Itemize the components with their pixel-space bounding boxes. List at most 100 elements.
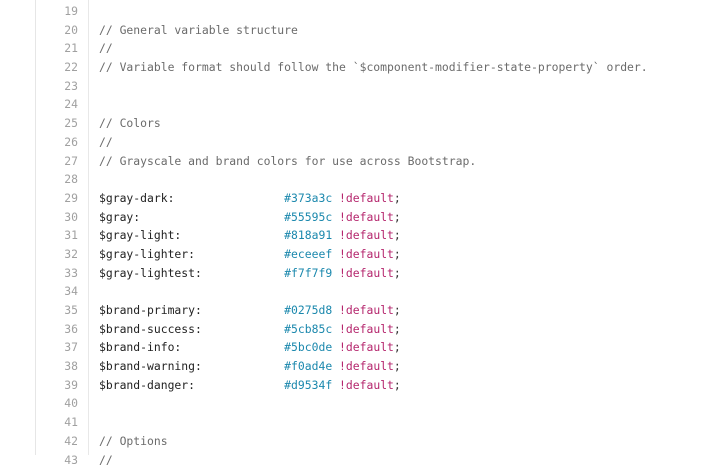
default-flag: !default bbox=[339, 210, 394, 224]
code-line-comment[interactable]: // Options bbox=[99, 432, 710, 451]
code-line-blank[interactable] bbox=[99, 95, 710, 114]
code-line-variable[interactable]: $brand-danger: #d9534f !default; bbox=[99, 376, 710, 395]
line-number: 35 bbox=[36, 301, 88, 320]
code-line-variable[interactable]: $brand-info: #5bc0de !default; bbox=[99, 338, 710, 357]
variable-name: $gray: bbox=[99, 210, 140, 224]
default-flag: !default bbox=[339, 340, 394, 354]
semicolon: ; bbox=[394, 228, 401, 242]
code-line-comment[interactable]: // bbox=[99, 451, 710, 469]
variable-name: $brand-warning: bbox=[99, 359, 202, 373]
line-number: 30 bbox=[36, 208, 88, 227]
semicolon: ; bbox=[394, 340, 401, 354]
default-flag: !default bbox=[339, 303, 394, 317]
code-line-blank[interactable] bbox=[99, 282, 710, 301]
line-number: 29 bbox=[36, 189, 88, 208]
code-line-variable[interactable]: $brand-success: #5cb85c !default; bbox=[99, 320, 710, 339]
line-number: 28 bbox=[36, 170, 88, 189]
code-editor[interactable]: 19 20 21 22 23 24 25 26 27 28 29 30 31 3… bbox=[35, 0, 710, 455]
variable-name: $brand-success: bbox=[99, 322, 202, 336]
whitespace bbox=[202, 322, 284, 336]
default-flag: !default bbox=[339, 359, 394, 373]
line-number: 43 bbox=[36, 451, 88, 469]
code-line-comment[interactable]: // Variable format should follow the `$c… bbox=[99, 58, 710, 77]
whitespace bbox=[195, 378, 284, 392]
hex-value: #d9534f bbox=[284, 378, 332, 392]
variable-name: $gray-lighter: bbox=[99, 247, 195, 261]
code-line-blank[interactable] bbox=[99, 77, 710, 96]
variable-name: $brand-primary: bbox=[99, 303, 202, 317]
code-line-variable[interactable]: $gray-lightest: #f7f7f9 !default; bbox=[99, 264, 710, 283]
semicolon: ; bbox=[394, 378, 401, 392]
line-number: 20 bbox=[36, 21, 88, 40]
line-number: 26 bbox=[36, 133, 88, 152]
line-number: 19 bbox=[36, 2, 88, 21]
hex-value: #eceeef bbox=[284, 247, 332, 261]
line-number: 33 bbox=[36, 264, 88, 283]
semicolon: ; bbox=[394, 359, 401, 373]
line-number: 41 bbox=[36, 413, 88, 432]
whitespace bbox=[202, 303, 284, 317]
line-number: 24 bbox=[36, 95, 88, 114]
code-line-variable[interactable]: $brand-primary: #0275d8 !default; bbox=[99, 301, 710, 320]
semicolon: ; bbox=[394, 247, 401, 261]
whitespace bbox=[140, 210, 284, 224]
code-line-comment[interactable]: // bbox=[99, 39, 710, 58]
line-number: 27 bbox=[36, 152, 88, 171]
whitespace bbox=[174, 191, 284, 205]
hex-value: #0275d8 bbox=[284, 303, 332, 317]
default-flag: !default bbox=[339, 191, 394, 205]
line-number-gutter: 19 20 21 22 23 24 25 26 27 28 29 30 31 3… bbox=[36, 0, 89, 455]
variable-name: $brand-danger: bbox=[99, 378, 195, 392]
code-line-comment[interactable]: // Grayscale and brand colors for use ac… bbox=[99, 152, 710, 171]
hex-value: #5bc0de bbox=[284, 340, 332, 354]
semicolon: ; bbox=[394, 322, 401, 336]
line-number: 37 bbox=[36, 338, 88, 357]
code-line-comment[interactable]: // Colors bbox=[99, 114, 710, 133]
code-line-variable[interactable]: $brand-warning: #f0ad4e !default; bbox=[99, 357, 710, 376]
default-flag: !default bbox=[339, 378, 394, 392]
whitespace bbox=[181, 228, 284, 242]
hex-value: #f0ad4e bbox=[284, 359, 332, 373]
hex-value: #f7f7f9 bbox=[284, 266, 332, 280]
hex-value: #818a91 bbox=[284, 228, 332, 242]
code-content[interactable]: // General variable structure // // Vari… bbox=[89, 0, 710, 455]
whitespace bbox=[202, 359, 284, 373]
line-number: 38 bbox=[36, 357, 88, 376]
code-line-blank[interactable] bbox=[99, 413, 710, 432]
variable-name: $gray-light: bbox=[99, 228, 181, 242]
semicolon: ; bbox=[394, 303, 401, 317]
line-number: 42 bbox=[36, 432, 88, 451]
code-line-variable[interactable]: $gray-dark: #373a3c !default; bbox=[99, 189, 710, 208]
code-line-blank[interactable] bbox=[99, 170, 710, 189]
line-number: 31 bbox=[36, 226, 88, 245]
variable-name: $gray-lightest: bbox=[99, 266, 202, 280]
default-flag: !default bbox=[339, 247, 394, 261]
default-flag: !default bbox=[339, 266, 394, 280]
variable-name: $brand-info: bbox=[99, 340, 181, 354]
semicolon: ; bbox=[394, 191, 401, 205]
hex-value: #373a3c bbox=[284, 191, 332, 205]
code-line-comment[interactable]: // bbox=[99, 133, 710, 152]
whitespace bbox=[181, 340, 284, 354]
code-line-comment[interactable]: // General variable structure bbox=[99, 21, 710, 40]
line-number: 25 bbox=[36, 114, 88, 133]
code-line-blank[interactable] bbox=[99, 394, 710, 413]
line-number: 36 bbox=[36, 320, 88, 339]
code-line-variable[interactable]: $gray: #55595c !default; bbox=[99, 208, 710, 227]
code-line-blank[interactable] bbox=[99, 2, 710, 21]
default-flag: !default bbox=[339, 228, 394, 242]
whitespace bbox=[202, 266, 284, 280]
whitespace bbox=[195, 247, 284, 261]
line-number: 40 bbox=[36, 394, 88, 413]
hex-value: #55595c bbox=[284, 210, 332, 224]
code-line-variable[interactable]: $gray-light: #818a91 !default; bbox=[99, 226, 710, 245]
hex-value: #5cb85c bbox=[284, 322, 332, 336]
line-number: 34 bbox=[36, 282, 88, 301]
code-line-variable[interactable]: $gray-lighter: #eceeef !default; bbox=[99, 245, 710, 264]
default-flag: !default bbox=[339, 322, 394, 336]
semicolon: ; bbox=[394, 210, 401, 224]
line-number: 23 bbox=[36, 77, 88, 96]
line-number: 22 bbox=[36, 58, 88, 77]
semicolon: ; bbox=[394, 266, 401, 280]
variable-name: $gray-dark: bbox=[99, 191, 174, 205]
